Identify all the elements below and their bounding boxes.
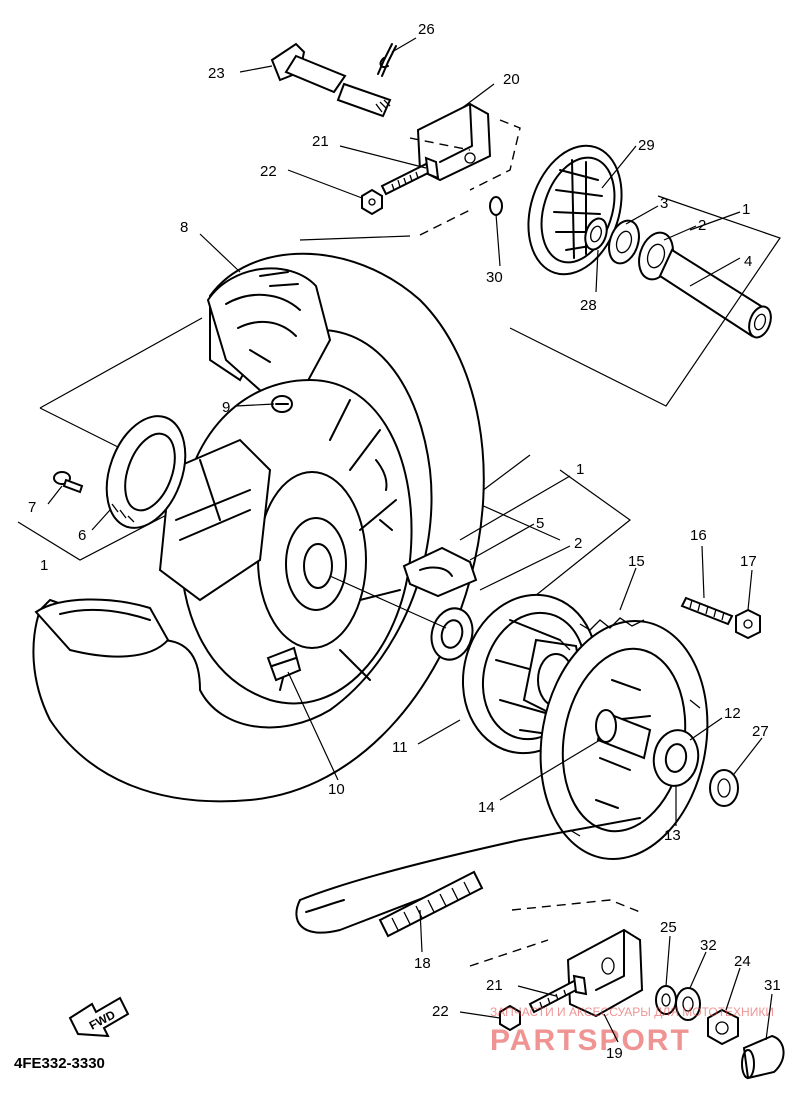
axle-center-line — [329, 575, 447, 629]
callout-21-upper: 21 — [312, 133, 329, 150]
callout-1-mid: 1 — [576, 461, 584, 478]
cap-31 — [741, 1034, 785, 1080]
callout-18: 18 — [414, 955, 431, 972]
axle-sleeve — [658, 248, 772, 339]
screw — [53, 471, 84, 494]
leader-lines — [47, 37, 773, 1043]
callout-1-top: 1 — [742, 201, 750, 218]
callout-10: 10 — [328, 781, 345, 798]
hub-damper-housing — [158, 438, 272, 602]
callout-28: 28 — [580, 297, 597, 314]
callout-30: 30 — [486, 269, 503, 286]
nut-lower — [499, 1004, 521, 1032]
callouts: 26 23 20 21 29 22 3 1 2 8 4 30 28 9 1 7 … — [28, 21, 781, 1062]
callout-12: 12 — [724, 705, 741, 722]
self-locking-nut — [735, 608, 761, 640]
callout-6: 6 — [78, 527, 86, 544]
seal-ring — [105, 415, 187, 529]
lower-guide-line — [469, 899, 641, 967]
callout-3: 3 — [660, 195, 668, 212]
watermark-brand: PARTSPORT — [490, 1024, 691, 1057]
group-bracket-left — [39, 235, 411, 449]
callout-23: 23 — [208, 65, 225, 82]
callout-20: 20 — [503, 71, 520, 88]
axle-bolt — [270, 42, 392, 118]
oil-seal — [430, 607, 474, 661]
callout-11: 11 — [392, 739, 408, 756]
group-bracket-top — [509, 195, 781, 407]
o-ring — [489, 196, 503, 216]
callout-17: 17 — [740, 553, 757, 570]
damper — [266, 646, 302, 682]
sprocket-collar — [595, 709, 652, 760]
callout-25: 25 — [660, 919, 677, 936]
callout-15: 15 — [628, 553, 645, 570]
puller-guide-line — [409, 119, 521, 236]
callout-13: 13 — [664, 827, 681, 844]
callout-31: 31 — [764, 977, 781, 994]
callout-8: 8 — [180, 219, 188, 236]
washer-32 — [675, 987, 701, 1021]
axle-nut-24 — [707, 1008, 739, 1046]
callout-26: 26 — [418, 21, 435, 38]
callout-9: 9 — [222, 399, 230, 416]
adjust-bolt — [380, 156, 440, 196]
diagram-code: 4FE332-3330 — [14, 1055, 105, 1072]
cotter-pin — [377, 43, 397, 77]
tire — [32, 252, 485, 803]
forward-direction-arrow: FWD — [68, 996, 130, 1038]
callout-22-upper: 22 — [260, 163, 277, 180]
callout-24: 24 — [734, 953, 751, 970]
grease-nipple — [271, 395, 293, 413]
chain-puller-left — [566, 928, 644, 1018]
callout-14: 14 — [478, 799, 495, 816]
callout-1-left: 1 — [40, 557, 48, 574]
callout-4: 4 — [744, 253, 752, 270]
callout-2-top: 2 — [698, 217, 706, 234]
stud-bolt — [680, 596, 734, 626]
group-bracket-mid — [469, 454, 631, 601]
callout-19: 19 — [606, 1045, 623, 1062]
callout-7: 7 — [28, 499, 36, 516]
callout-5: 5 — [536, 515, 544, 532]
drive-chain — [295, 817, 641, 938]
callout-22-lower: 22 — [432, 1003, 449, 1020]
bearing-sprocket — [652, 729, 700, 787]
bearing-middle — [402, 546, 478, 598]
callout-32: 32 — [700, 937, 717, 954]
callout-29: 29 — [638, 137, 655, 154]
watermark-tagline: ЗАПЧАСТИ И АКСЕССУАРЫ ДЛЯ МОТОТЕХНИКИ — [490, 1005, 774, 1019]
callout-16: 16 — [690, 527, 707, 544]
collar — [584, 217, 608, 251]
spacer-27 — [709, 769, 739, 807]
nut — [361, 188, 383, 216]
callout-2-mid: 2 — [574, 535, 582, 552]
callout-21-lower: 21 — [486, 977, 503, 994]
callout-27: 27 — [752, 723, 769, 740]
